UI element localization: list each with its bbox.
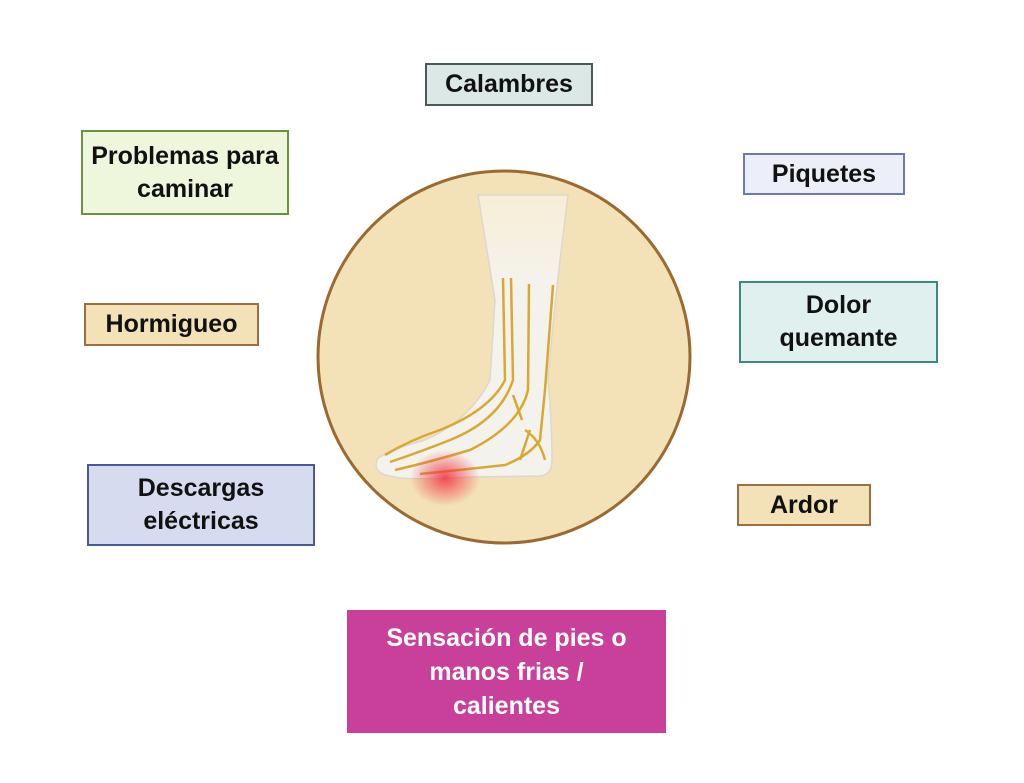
symptom-piquetes: Piquetes (743, 153, 905, 195)
symptom-sensacion-temperatura: Sensación de pies o manos frias / calien… (347, 610, 666, 733)
symptom-hormigueo: Hormigueo (84, 303, 259, 346)
pain-spot-icon (410, 450, 480, 506)
symptom-problemas-caminar: Problemas para caminar (81, 130, 289, 215)
symptom-dolor-quemante: Dolor quemante (739, 281, 938, 363)
symptom-ardor: Ardor (737, 484, 871, 526)
symptom-calambres: Calambres (425, 63, 593, 106)
symptom-descargas-electricas: Descargas eléctricas (87, 464, 315, 546)
